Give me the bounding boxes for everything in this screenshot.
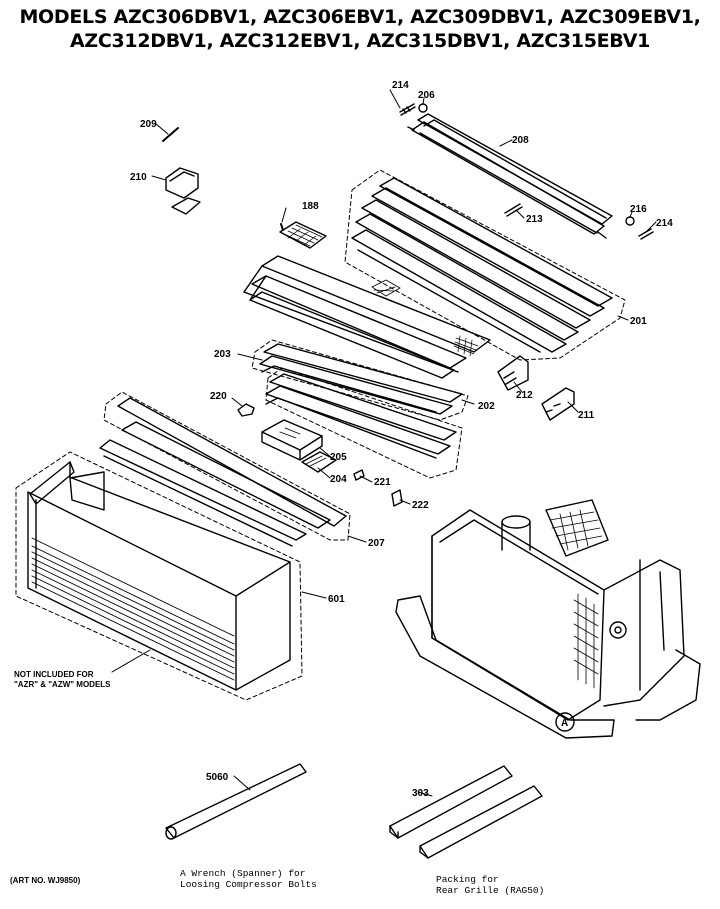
part-207-rails (99, 397, 347, 547)
part-213-spring (504, 203, 523, 217)
part-lower-group-outline (265, 367, 463, 479)
label-209: 209 (140, 119, 157, 130)
label-303: 303 (412, 788, 429, 799)
part-201-frame (351, 177, 613, 353)
part-panel-middle (243, 255, 491, 379)
part-212-bracket (497, 355, 529, 391)
note-wrench: A Wrench (Spanner) for Loosing Compresso… (180, 868, 317, 890)
part-221-clip (353, 469, 365, 481)
label-214-top: 214 (392, 80, 409, 91)
note-not-included-line2: "AZR" & "AZW" MODELS (14, 680, 111, 689)
leader-lines (111, 89, 657, 797)
note-packing: Packing for Rear Grille (RAG50) (436, 874, 544, 896)
part-lower-rails (265, 373, 457, 459)
part-601-front-cabinet (27, 461, 291, 691)
part-208-rail (407, 113, 613, 239)
part-205-control-box (261, 419, 323, 461)
note-packing-line1: Packing for (436, 874, 499, 885)
part-5060-wrench (165, 763, 307, 840)
part-188-filter (279, 221, 327, 249)
label-203: 203 (214, 349, 231, 360)
note-not-included-line1: NOT INCLUDED FOR (14, 670, 94, 679)
label-205: 205 (330, 452, 347, 463)
art-number: (ART NO. WJ9850) (10, 876, 81, 885)
label-201: 201 (630, 316, 647, 327)
label-188: 188 (302, 201, 319, 212)
part-206-clip-top (418, 103, 428, 113)
part-211-bracket (541, 387, 575, 421)
part-220-clip (237, 403, 255, 417)
label-213: 213 (526, 214, 543, 225)
part-chassis-assembly (395, 499, 701, 739)
label-212: 212 (516, 390, 533, 401)
label-220: 220 (210, 391, 227, 402)
label-214-right: 214 (656, 218, 673, 229)
part-204-control-module (301, 451, 337, 473)
label-222: 222 (412, 500, 429, 511)
part-303-packing (389, 765, 543, 859)
label-601: 601 (328, 594, 345, 605)
label-208: 208 (512, 135, 529, 146)
label-5060: 5060 (206, 772, 229, 783)
label-207: 207 (368, 538, 385, 549)
note-not-included: NOT INCLUDED FOR "AZR" & "AZW" MODELS (14, 670, 111, 690)
part-214-screw-right (638, 228, 654, 240)
label-216: 216 (630, 204, 647, 215)
note-wrench-line1: A Wrench (Spanner) for (180, 868, 306, 879)
callout-label-A: A (561, 718, 568, 729)
label-206: 206 (418, 90, 435, 101)
label-202: 202 (478, 401, 495, 412)
part-number-labels: 214 206 209 208 210 213 216 214 188 201 … (130, 80, 673, 799)
note-wrench-line2: Loosing Compressor Bolts (180, 879, 317, 890)
label-211: 211 (578, 410, 595, 421)
part-222-clip (391, 489, 403, 507)
part-210-bracket (165, 167, 201, 215)
part-209-rod (162, 127, 179, 142)
part-216-clip (625, 216, 635, 226)
part-207-group-outline (103, 391, 351, 541)
label-210: 210 (130, 172, 147, 183)
note-packing-line2: Rear Grille (RAG50) (436, 885, 545, 896)
diagram-title-line1: MODELS AZC306DBV1, AZC306EBV1, AZC309DBV… (19, 6, 701, 28)
callout-circle-A (555, 712, 575, 732)
diagram-title-line2: AZC312DBV1, AZC312EBV1, AZC315DBV1, AZC3… (69, 30, 651, 52)
part-201-group-outline (344, 169, 626, 361)
part-214-screw-top (399, 103, 416, 116)
part-601-group-outline (15, 451, 303, 701)
label-204: 204 (330, 474, 347, 485)
label-221: 221 (374, 477, 391, 488)
part-202-group-outline (251, 339, 469, 421)
part-203-frame (259, 343, 463, 415)
